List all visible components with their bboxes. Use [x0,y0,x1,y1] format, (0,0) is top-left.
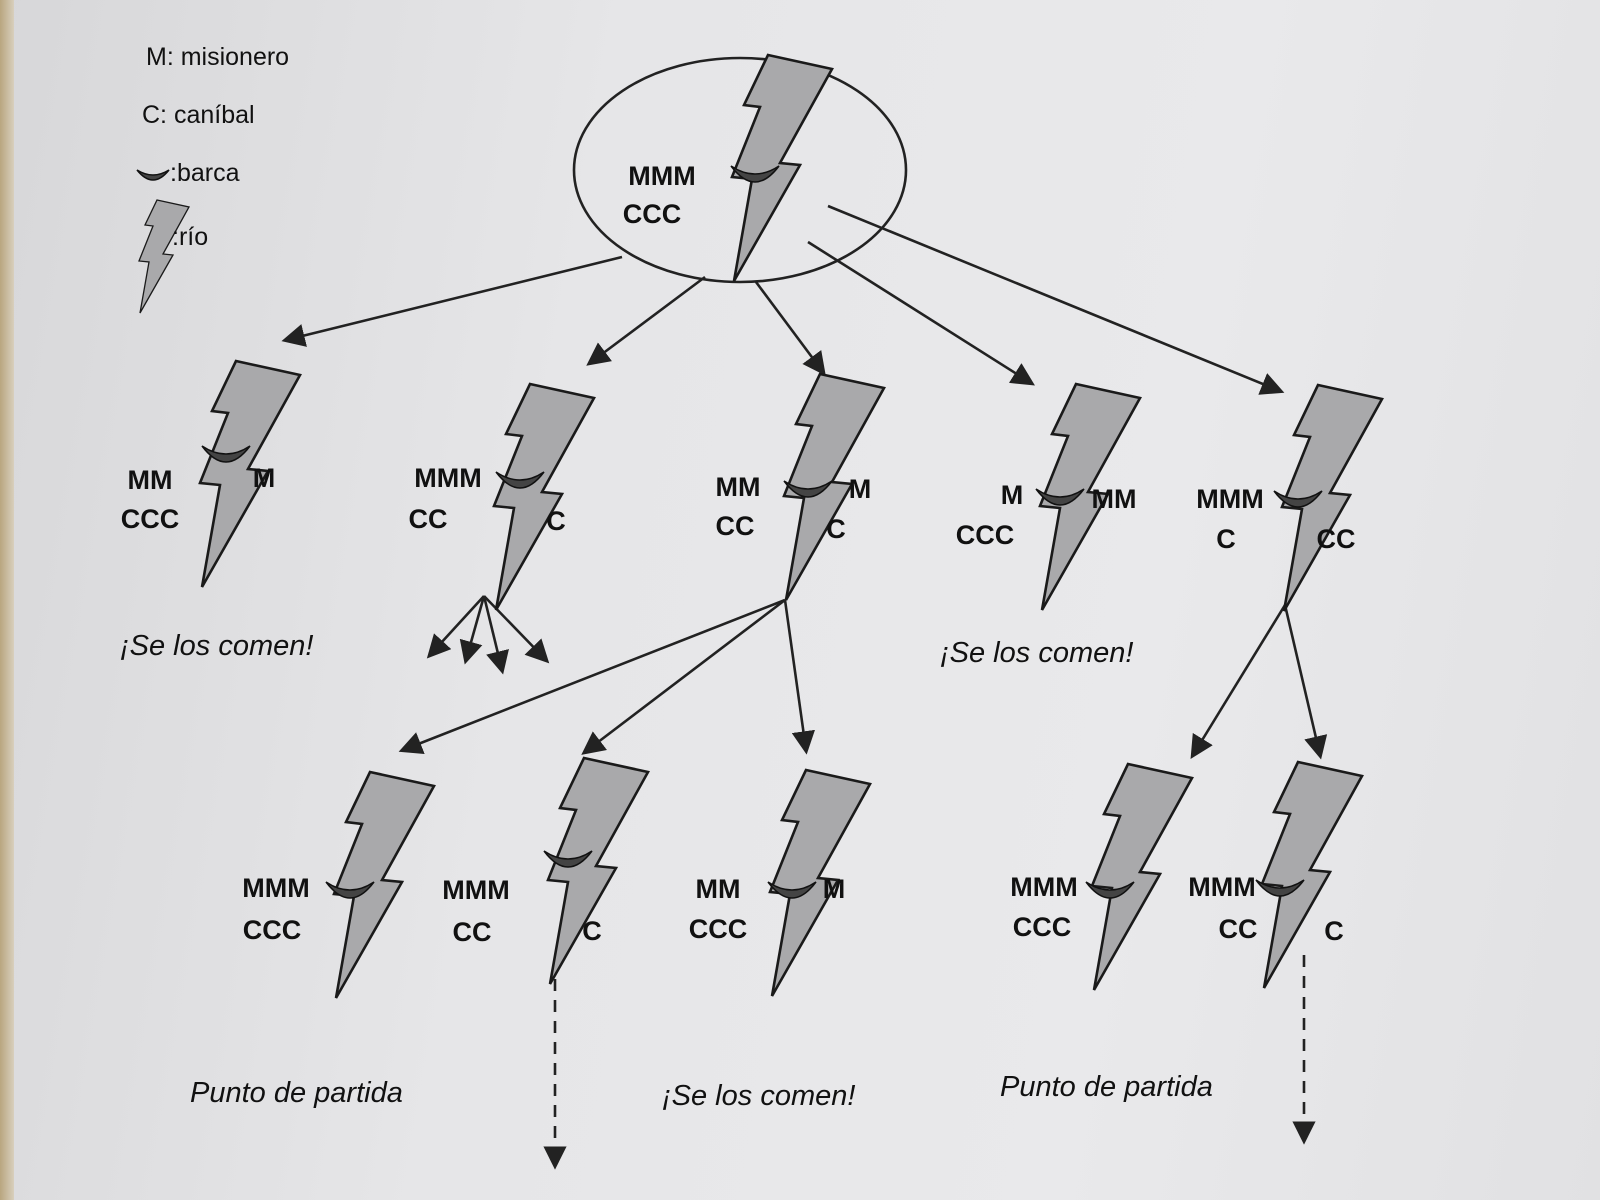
left-missionaries: MMM [628,161,695,191]
legend-river: :río [172,223,208,251]
annotation-eaten: ¡Se los comen! [120,630,313,662]
state-l1-a: MM CCC M [121,359,302,589]
root-highlight-circle [572,56,908,284]
legend-missionary: M: misionero [146,43,289,71]
right-missionaries: M [253,463,276,493]
annotation-eaten: ¡Se los comen! [940,637,1133,669]
right-missionaries: MM [1092,484,1137,514]
left-cannibals: CCC [623,199,682,229]
edges-level1-to-level2 [398,598,1328,760]
left-missionaries: MM [128,465,173,495]
right-cannibals: C [582,916,602,946]
state-l2-d: MMM CCC [1010,762,1194,992]
state-l1-c: MM CC M C [716,372,886,602]
right-cannibals: CC [1317,524,1356,554]
legend-boat: :barca [170,159,240,187]
lightning-river-icon [138,199,190,314]
edges-root-to-level1 [281,204,1285,395]
left-cannibals: CCC [1013,912,1072,942]
legend: M: misionero C: caníbal :barca :río [136,43,289,314]
boat-icon [136,169,170,181]
left-cannibals: CCC [121,504,180,534]
state-l2-e: MMM CC C [1188,760,1364,990]
right-cannibals: C [546,506,566,536]
left-cannibals: CC [716,511,755,541]
state-l1-d: M CCC MM [956,382,1142,612]
state-l2-b: MMM CC C [442,756,650,986]
left-cannibals: CC [1219,914,1258,944]
left-cannibals: CCC [243,915,302,945]
state-l1-e: MMM C CC [1196,383,1384,613]
expansion-fan [426,595,550,675]
left-cannibals: CCC [956,520,1015,550]
left-missionaries: M [1001,480,1024,510]
annotation-start-point: Punto de partida [1000,1071,1213,1103]
right-cannibals: C [826,514,846,544]
annotation-start-point: Punto de partida [190,1077,403,1109]
left-missionaries: MM [696,874,741,904]
left-missionaries: MMM [242,873,309,903]
left-cannibals: C [1216,524,1236,554]
left-missionaries: MMM [442,875,509,905]
book-binding [0,0,14,1200]
left-missionaries: MMM [1010,872,1077,902]
right-missionaries: M [849,474,872,504]
right-cannibals: C [1324,916,1344,946]
left-missionaries: MMM [1188,872,1255,902]
state-l2-c: MM CCC M [689,768,872,998]
state-root: MMM CCC [623,53,834,283]
state-l1-b: MMM CC C [409,382,596,612]
continuation-arrows [543,955,1316,1170]
left-missionaries: MMM [414,463,481,493]
left-missionaries: MM [716,472,761,502]
left-missionaries: MMM [1196,484,1263,514]
left-cannibals: CC [409,504,448,534]
state-l2-a: MMM CCC [242,770,436,1000]
right-missionaries: M [823,874,846,904]
annotation-eaten: ¡Se los comen! [662,1080,855,1112]
left-cannibals: CC [453,917,492,947]
left-cannibals: CCC [689,914,748,944]
legend-cannibal: C: caníbal [142,101,255,129]
